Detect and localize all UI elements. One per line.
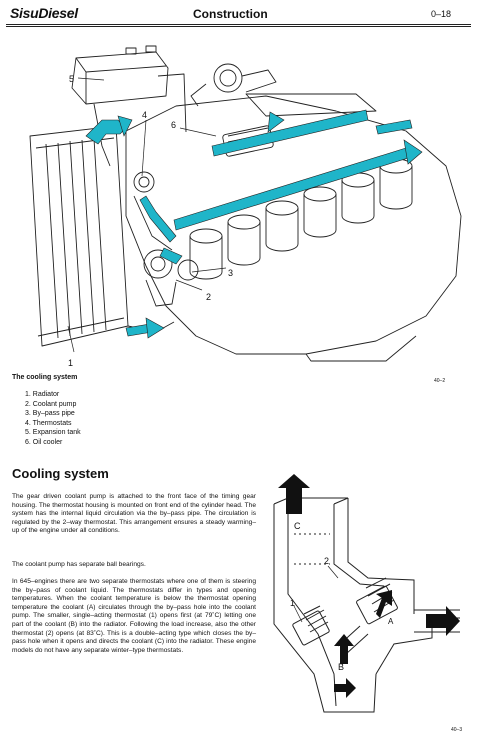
flow-label-c: C xyxy=(294,521,301,531)
thermostat-label-1: 1 xyxy=(290,598,295,608)
flow-label-a-outer: A xyxy=(428,618,434,628)
figure-number-bottom: 40–3 xyxy=(451,727,463,733)
legend-item: 3. By–pass pipe xyxy=(25,410,75,417)
callout-3: 3 xyxy=(228,268,233,278)
legend-item: 2. Coolant pump xyxy=(25,400,77,408)
figure-number-top: 40–2 xyxy=(434,378,446,384)
legend-item: 5. Expansion tank xyxy=(25,429,81,436)
legend-item: 4. Thermostats xyxy=(25,419,72,427)
callout-5: 5 xyxy=(69,74,74,84)
page-number: 0–18 xyxy=(431,9,452,19)
body-paragraph: In 645–engines there are two separate th… xyxy=(12,578,256,654)
callout-1: 1 xyxy=(68,358,73,366)
component-legend: 1. Radiator 2. Coolant pump 3. By–pass p… xyxy=(25,390,81,447)
header-rule xyxy=(6,24,471,25)
legend-item: 6. Oil cooler xyxy=(25,438,63,446)
legend-item: 1. Radiator xyxy=(25,391,60,398)
page-header-title: Construction xyxy=(193,7,268,21)
body-paragraph: The gear driven coolant pump is attached… xyxy=(12,493,256,535)
figure-caption: The cooling system xyxy=(12,374,78,381)
thermostat-label-2: 2 xyxy=(324,556,329,566)
callout-4: 4 xyxy=(142,110,147,120)
flow-label-a-inner: A xyxy=(388,617,394,626)
flow-label-b: B xyxy=(338,662,344,672)
brand-logo: SisuDiesel xyxy=(10,5,78,21)
thermostat-cross-section: C 2 1 A A B xyxy=(273,474,460,713)
section-title: Cooling system xyxy=(12,466,109,481)
body-paragraph: The coolant pump has separate ball beari… xyxy=(12,561,146,568)
header-rule-double xyxy=(6,26,471,27)
cooling-system-illustration: 1 2 3 4 5 6 xyxy=(29,45,462,366)
callout-6: 6 xyxy=(171,120,176,130)
callout-2: 2 xyxy=(206,292,211,302)
